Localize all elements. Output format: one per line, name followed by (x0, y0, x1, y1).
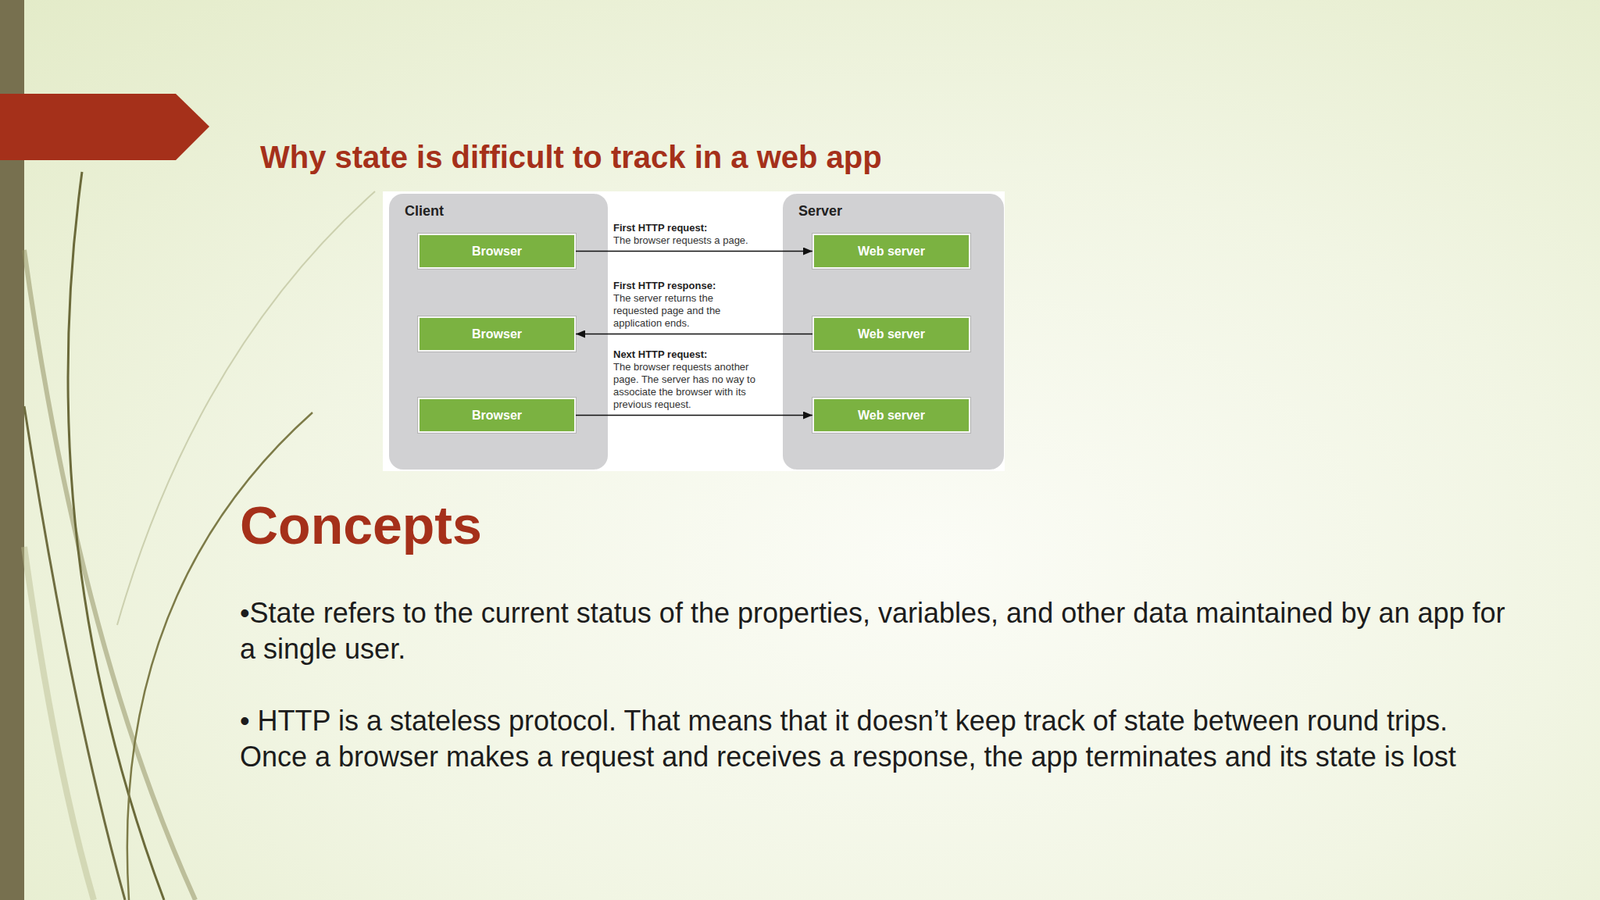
request-arrow (575, 250, 813, 253)
section-heading: Concepts (239, 495, 943, 555)
edge-label: Next HTTP request: (613, 348, 770, 361)
node-label: Browser (471, 327, 522, 342)
process-box: Web server (812, 233, 971, 269)
process-box: Browser (417, 233, 576, 269)
swoosh-line (24, 546, 94, 900)
figure-ground (382, 191, 1005, 472)
process-box: Browser (417, 397, 576, 433)
process-box: Web server (812, 316, 971, 352)
request-arrow (575, 333, 813, 336)
edge-caption: First HTTP request:The browser requests … (613, 221, 770, 247)
node-label: Client (389, 193, 608, 220)
swoosh-line (67, 171, 165, 900)
edge-caption: First HTTP response:The server returns t… (613, 279, 739, 330)
edge-caption: Next HTTP request:The browser requests a… (613, 348, 770, 411)
edge-note: The browser requests another page. The s… (613, 360, 770, 411)
edge-label: First HTTP response: (613, 279, 739, 293)
node-label: Web server (857, 408, 925, 423)
swoosh-line (24, 406, 125, 900)
slide-title: Why state is difficult to track in a web… (260, 139, 883, 175)
process-box: Web server (812, 397, 971, 433)
swoosh-line (117, 191, 375, 625)
process-box: Browser (417, 316, 576, 352)
edge-note: The server returns the requested page an… (613, 292, 739, 330)
bullet-text: • HTTP is a stateless protocol. That mea… (239, 703, 1506, 775)
swoosh-line (24, 250, 196, 900)
node-label: Server (782, 193, 1004, 220)
node-label: Web server (857, 327, 925, 342)
edge-note: The browser requests a page. (613, 234, 770, 247)
node-label: Browser (471, 408, 522, 423)
node-label: Browser (471, 244, 522, 259)
request-arrow (575, 414, 813, 417)
node-label: Web server (857, 244, 925, 259)
tier-panel: ClientBrowserBrowserBrowser (389, 193, 608, 470)
bullet-text: •State refers to the current status of t… (239, 595, 1506, 668)
title-arrow (0, 93, 210, 161)
edge-label: First HTTP request: (613, 221, 770, 235)
tier-panel: ServerWeb serverWeb serverWeb server (782, 193, 1004, 470)
